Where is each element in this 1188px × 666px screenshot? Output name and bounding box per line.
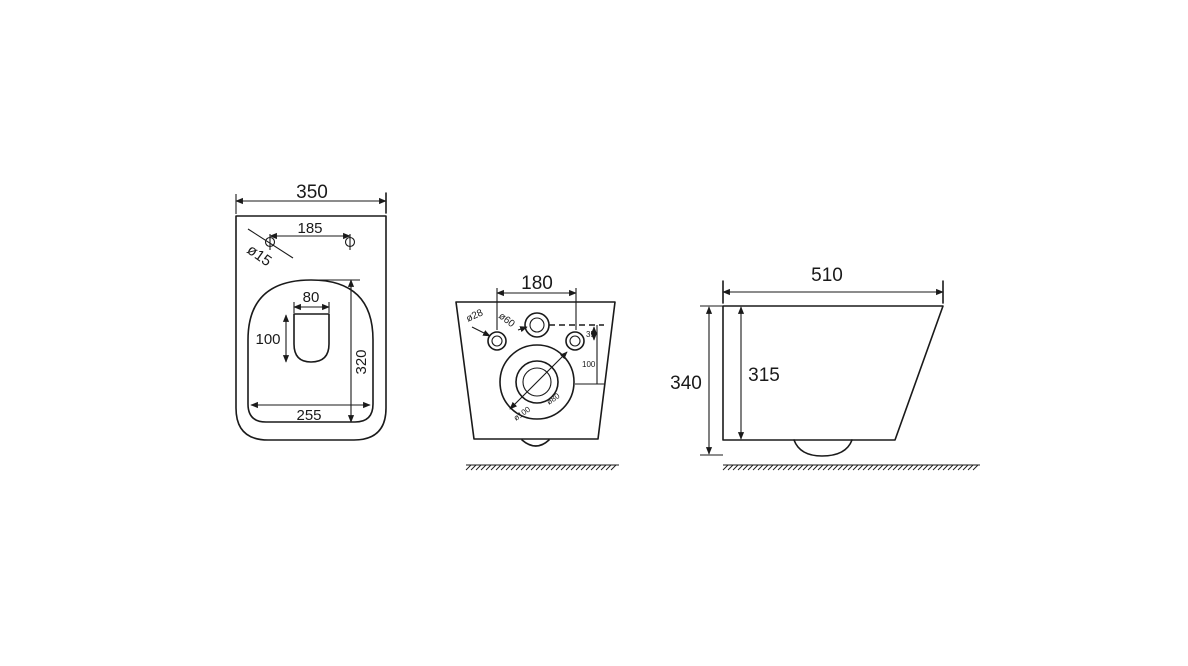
outlet-inner-diameter-label: ø80 [545, 391, 562, 407]
hole-spacing-label: 185 [297, 220, 322, 237]
side-view-foot [793, 439, 853, 457]
outlet-slot [293, 313, 330, 363]
bolt-diameter-leader [471, 326, 491, 337]
bolt-diameter-label: ø28 [465, 307, 486, 324]
top-view: 350 185 ø15 80 100 320 255 [235, 182, 387, 441]
outlet-outer-diameter-label: ø100 [512, 404, 533, 422]
rear-view-foot [521, 439, 550, 447]
ground-line-rear [465, 464, 619, 471]
top-view-outline [235, 215, 387, 441]
outlet-length-label: 100 [255, 331, 280, 348]
outlet-width-label: 80 [303, 289, 320, 306]
bolt-hole-right [565, 331, 585, 351]
depth-label: 510 [811, 265, 843, 286]
bowl-width-label: 255 [296, 407, 321, 424]
bolt-spacing-label: 180 [521, 273, 553, 294]
bolt-hole-left [487, 331, 507, 351]
outlet-diameter-leader [509, 351, 568, 410]
bowl-opening [247, 279, 374, 423]
hole-diameter-leader [247, 228, 294, 259]
side-view: 510 340 315 [670, 265, 980, 471]
rear-view: 180 ø28 ø60 35 100 ø80 ø100 [455, 273, 619, 471]
side-view-outline [722, 305, 944, 441]
inlet-pipe [524, 312, 550, 338]
inlet-diameter-leader [517, 326, 528, 333]
overall-width-label: 350 [296, 182, 328, 203]
overall-height-label: 340 [670, 373, 702, 394]
inlet-diameter-label: ø60 [496, 311, 517, 331]
rim-height-label: 315 [748, 365, 780, 386]
bowl-length-label: 320 [353, 349, 370, 374]
rear-view-outline [455, 301, 616, 440]
ground-line-side [722, 464, 980, 471]
inlet-offset-label: 35 [586, 330, 595, 339]
outlet-offset-label: 100 [582, 360, 596, 369]
